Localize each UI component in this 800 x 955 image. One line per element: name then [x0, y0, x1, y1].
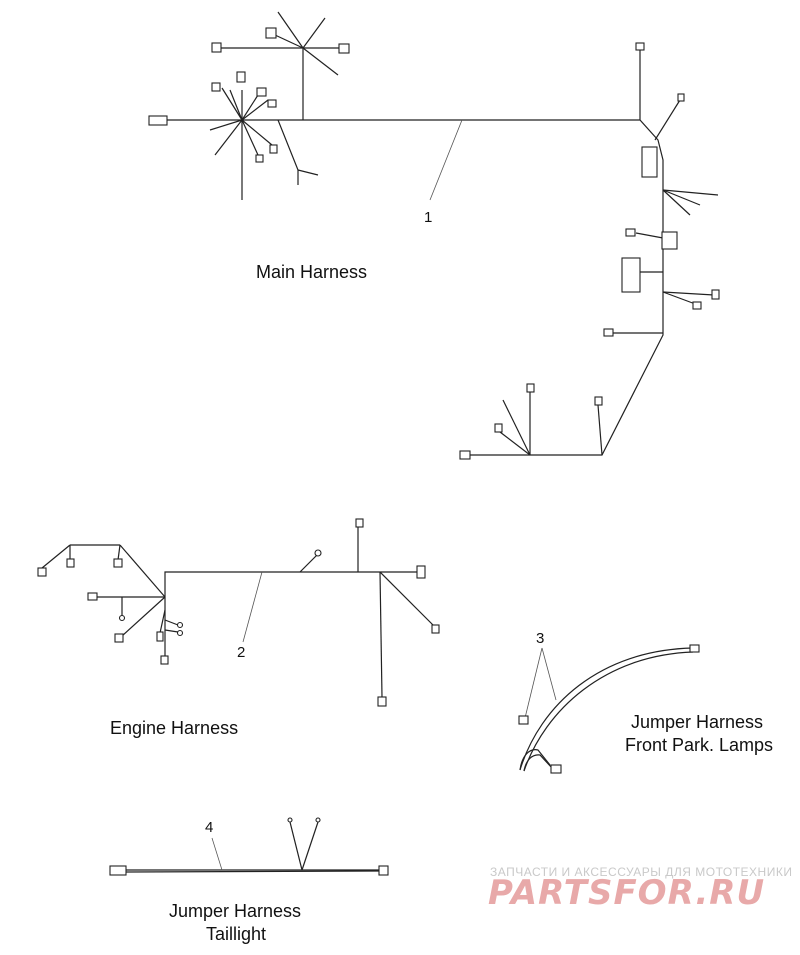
engine-harness: 2 Engine Harness: [37, 518, 440, 738]
callout-1: 1: [424, 209, 432, 226]
engine-harness-title: Engine Harness: [110, 718, 238, 738]
watermark-tagline: ЗАПЧАСТИ И АКСЕССУАРЫ ДЛЯ МОТОТЕХНИКИ: [490, 865, 792, 879]
callout-3: 3: [536, 630, 544, 647]
watermark-logo: PARTSFOR.RU: [488, 873, 765, 913]
taillight-title-line1: Jumper Harness: [169, 901, 301, 921]
front-park-title-line1: Jumper Harness: [631, 712, 763, 732]
front-park-title-line2: Front Park. Lamps: [625, 735, 773, 755]
taillight-title-line2: Taillight: [206, 924, 266, 944]
taillight-jumper-harness: 4 Jumper Harness Taillight: [109, 817, 389, 944]
watermark: ЗАПЧАСТИ И АКСЕССУАРЫ ДЛЯ МОТОТЕХНИКИ PA…: [488, 865, 792, 913]
callout-4: 4: [205, 819, 213, 836]
callout-2: 2: [237, 644, 245, 661]
main-harness: 1 Main Harness: [148, 11, 720, 460]
main-harness-title: Main Harness: [256, 262, 367, 282]
front-park-jumper-harness: 3 Jumper Harness Front Park. Lamps: [518, 630, 773, 774]
